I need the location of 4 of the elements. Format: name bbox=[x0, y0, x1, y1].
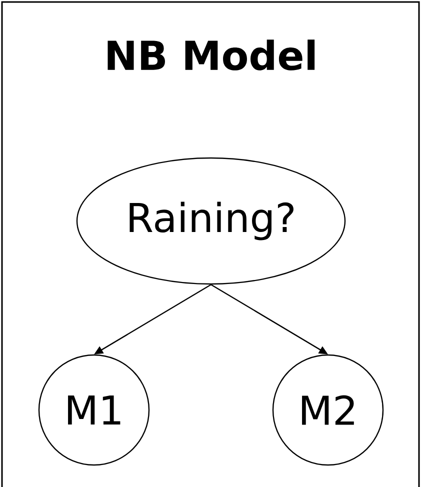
title: NB Model bbox=[108, 40, 315, 70]
ellipse-node: Raining? bbox=[76, 157, 346, 285]
circle-node: M2 bbox=[272, 354, 384, 466]
circle-node: M1 bbox=[38, 354, 150, 466]
